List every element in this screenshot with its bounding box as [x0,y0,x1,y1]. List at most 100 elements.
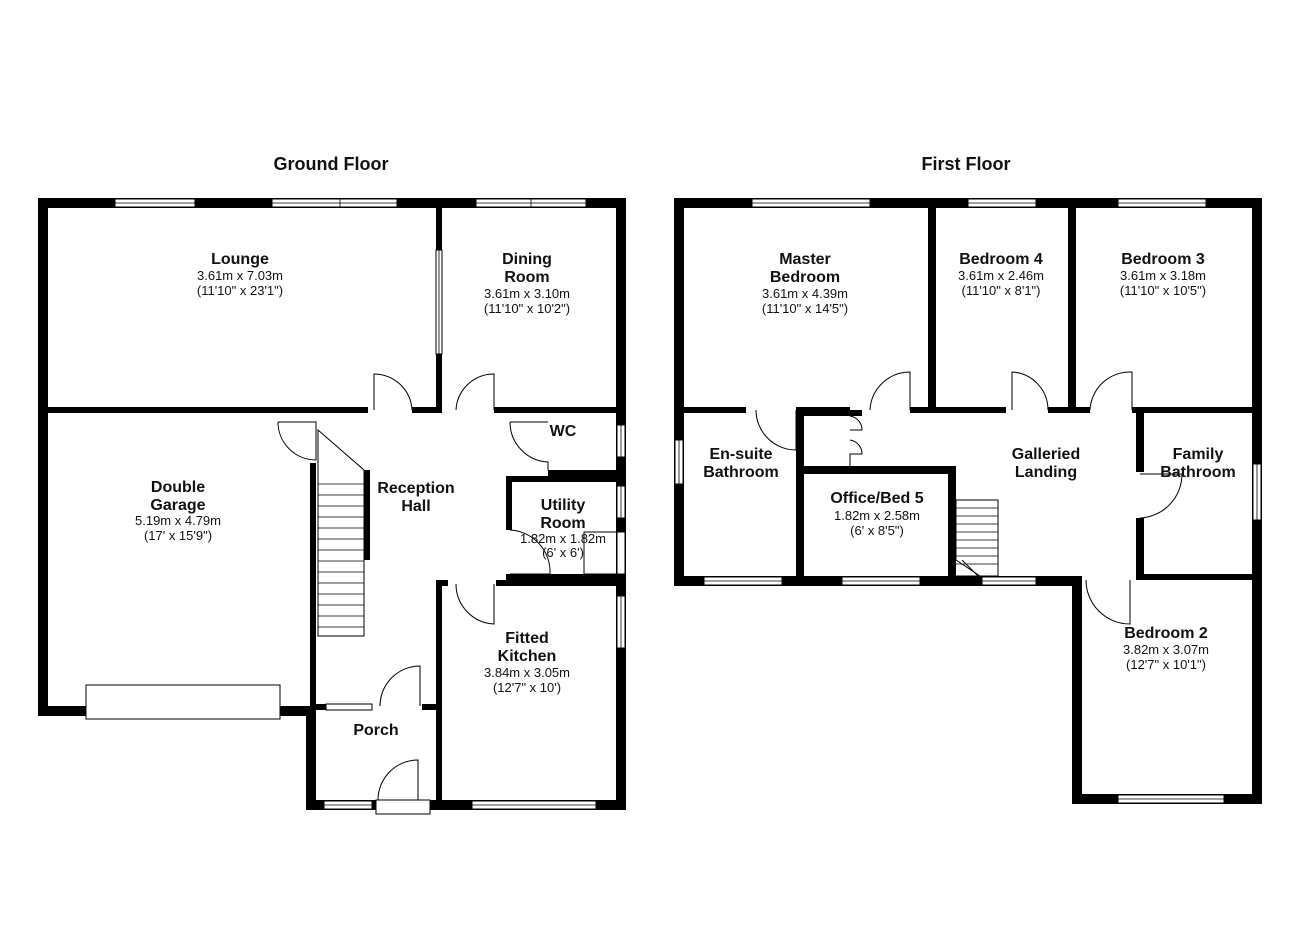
first-floor-title: First Floor [922,154,1011,174]
first-window-ensuite [674,439,684,485]
room-master-metric: 3.61m x 4.39m [762,286,848,301]
room-garage-name-1: Double [151,479,205,496]
ground-wall-garage-stairs [310,463,316,713]
room-bed3-imperial: (11'10" x 10'5") [1120,283,1206,298]
ground-wall-kitchen-top [496,580,624,586]
ground-wall-lounge-hall [412,407,442,413]
room-ensuite-name-1: En-suite [709,446,772,463]
room-bed4-metric: 3.61m x 2.46m [958,268,1044,283]
room-family-bath-name-2: Bathroom [1160,464,1236,481]
ground-door-porch-inner [379,665,421,707]
ground-door-front-threshold [375,799,431,815]
room-bed2-imperial: (12'7" x 10'1") [1126,657,1206,672]
room-office-metric: 1.82m x 2.58m [834,508,920,523]
room-landing-name-2: Landing [1015,464,1077,481]
room-bed3: Bedroom 3 3.61m x 3.18m (11'10" x 10'5") [1120,251,1206,298]
room-master-name-1: Master [779,251,831,268]
ground-window-utility [616,485,626,519]
room-utility-name-1: Utility [541,497,586,514]
ground-door-utility-side [583,531,626,575]
first-wall-left [674,198,684,586]
room-reception-name-2: Hall [401,498,430,515]
room-ensuite: En-suite Bathroom [703,446,779,481]
ground-window-lounge-1 [114,198,196,208]
room-bed2-name: Bedroom 2 [1124,625,1208,642]
room-dining-name-1: Dining [502,251,552,268]
first-window-bed4 [967,198,1037,208]
room-family-bath-name-1: Family [1173,446,1224,463]
room-kitchen-name-2: Kitchen [498,648,557,665]
ground-wall-utility-bottom [506,574,624,580]
first-door-bed4 [1011,371,1049,411]
first-wall-bed4-bed3 [1068,198,1076,412]
ground-door-kitchen [455,583,495,625]
ground-wall-utility-top [506,476,624,482]
room-bed2-metric: 3.82m x 3.07m [1123,642,1209,657]
first-wall-office-top [804,466,956,474]
room-reception: Reception Hall [377,480,454,515]
ground-window-lounge-2 [271,198,398,208]
room-dining: Dining Room 3.61m x 3.10m (11'10" x 10'2… [484,251,570,316]
first-window-landing [981,576,1037,586]
room-master: Master Bedroom 3.61m x 4.39m (11'10" x 1… [762,251,848,316]
first-wall-bath-left-b [1136,518,1144,580]
room-kitchen-imperial: (12'7" x 10') [493,680,561,695]
ground-window-kitchen-side [616,595,626,649]
room-garage: Double Garage 5.19m x 4.79m (17' x 15'9"… [135,479,221,543]
ground-wall-porch-top-a [310,704,326,710]
room-garage-name-2: Garage [150,497,205,514]
ground-window-kitchen [471,800,597,810]
first-window-ensuite-bottom [703,576,783,586]
room-utility-imperial: (6' x 6') [542,545,584,560]
room-landing: Galleried Landing [1012,446,1080,481]
first-window-master [751,198,871,208]
ground-wall-utility-left [506,476,512,530]
first-wall-bed4-landing [1048,407,1090,413]
room-office: Office/Bed 5 1.82m x 2.58m (6' x 8'5") [830,490,923,538]
first-window-bed3 [1117,198,1207,208]
room-kitchen-metric: 3.84m x 3.05m [484,665,570,680]
ground-window-wc [616,424,626,458]
first-wall-master-bed4 [928,198,936,412]
ground-door-wc [509,421,549,470]
room-bed4-name: Bedroom 4 [959,251,1043,268]
room-reception-name-1: Reception [377,480,454,497]
ground-window-dining [475,198,587,208]
ground-floor: Ground Floor [38,154,626,815]
first-window-bed2 [1117,794,1225,804]
first-door-bed3 [1089,371,1133,411]
ground-window-porch [323,800,373,810]
ground-door-lounge [373,373,413,411]
ground-window-hall-porch [325,703,373,711]
room-lounge: Lounge 3.61m x 7.03m (11'10" x 23'1") [197,251,283,298]
room-ensuite-name-2: Bathroom [703,464,779,481]
room-garage-metric: 5.19m x 4.79m [135,513,221,528]
ground-wall-kitchen-left [436,580,442,806]
first-floor: First Floor [674,154,1262,804]
first-door-cupboard [849,415,863,466]
room-bed4-imperial: (11'10" x 8'1") [962,283,1041,298]
first-window-bath [1252,463,1262,521]
ground-door-garage [277,421,317,461]
first-stairs [955,499,999,577]
ground-wall-stair-rail [364,470,370,560]
room-bed3-metric: 3.61m x 3.18m [1120,268,1206,283]
ground-floor-title: Ground Floor [274,154,389,174]
ground-wall-dining-hall [494,407,624,413]
room-master-imperial: (11'10" x 14'5") [762,301,848,316]
room-porch-name: Porch [353,722,398,739]
ground-lounge-sliding-door [435,249,443,355]
ground-door-dining [455,373,495,411]
room-dining-imperial: (11'10" x 10'2") [484,301,570,316]
ground-wall-lounge-garage [38,407,368,413]
room-lounge-name: Lounge [211,251,269,268]
room-master-name-2: Bedroom [770,269,840,286]
first-window-office [841,576,921,586]
room-kitchen: Fitted Kitchen 3.84m x 3.05m (12'7" x 10… [484,630,570,695]
ground-door-front [377,759,419,801]
first-door-bed2 [1085,579,1131,625]
room-lounge-imperial: (11'10" x 23'1") [197,283,283,298]
room-bed4: Bedroom 4 3.61m x 2.46m (11'10" x 8'1") [958,251,1044,298]
first-wall-ensuite-top-a [674,407,746,413]
